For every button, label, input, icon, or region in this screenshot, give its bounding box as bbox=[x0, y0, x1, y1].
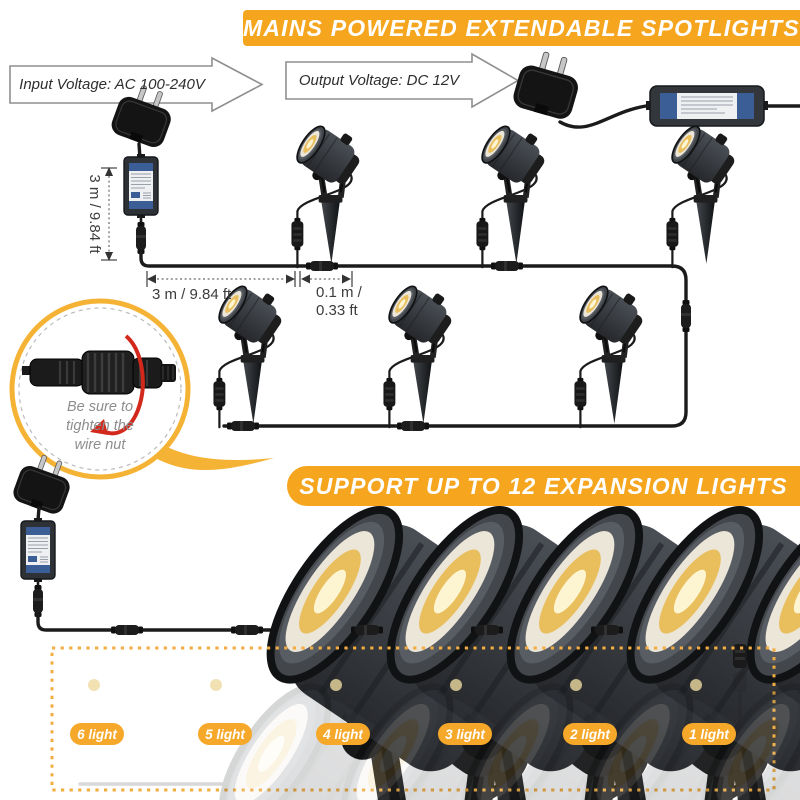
callout-arrow-icon bbox=[9, 52, 520, 113]
expansion-count-badge: 6 light bbox=[70, 723, 124, 745]
rotation-arrow-icon bbox=[90, 334, 145, 436]
wire-connector-icon bbox=[681, 300, 691, 332]
expansion-count-badge: 5 light bbox=[198, 723, 252, 745]
extension-cable bbox=[139, 250, 688, 428]
wire-nut-note-line2: tighten the bbox=[66, 418, 134, 434]
expansion-count-badge: 4 light bbox=[316, 723, 370, 745]
adapter-cable-length-label: 3 m / 9.84 ft bbox=[86, 174, 103, 254]
wire-nut-note-line3: wire nut bbox=[74, 437, 126, 453]
wire-connector-icon bbox=[136, 222, 146, 254]
wire-connector-icon bbox=[733, 644, 747, 668]
expansion-ghost-lights bbox=[78, 646, 800, 800]
output-voltage-label: Output Voltage: DC 12V bbox=[298, 72, 460, 89]
expansion-count-badge: 3 light bbox=[438, 723, 492, 745]
expansion-count-badge: 2 light bbox=[563, 723, 617, 745]
eu-power-plug-icon bbox=[509, 46, 587, 123]
connector-gap-label-line1: 0.1 m / bbox=[316, 284, 362, 301]
expansion-banner: SUPPORT UP TO 12 EXPANSION LIGHTS bbox=[287, 466, 800, 506]
wire-nut-note-line1: Be sure to bbox=[66, 399, 134, 415]
power-adapter-icon bbox=[645, 85, 769, 127]
input-voltage-label: Input Voltage: AC 100-240V bbox=[19, 76, 205, 93]
wire-connector-icon bbox=[33, 585, 43, 617]
magnifier-icon bbox=[9, 298, 274, 480]
expansion-count-badge: 1 light bbox=[682, 723, 736, 745]
garden-spotlight-icon bbox=[213, 276, 651, 427]
dimension-arrow-icon bbox=[101, 167, 353, 287]
power-adapter-icon bbox=[123, 153, 159, 219]
title-banner: MAINS POWERED EXTENDABLE SPOTLIGHTS bbox=[243, 10, 800, 46]
cable-length-label: 3 m / 9.84 ft bbox=[152, 286, 232, 303]
connector-gap-label-line2: 0.33 ft bbox=[316, 302, 358, 319]
power-adapter-icon bbox=[20, 517, 56, 583]
garden-spotlight-icon bbox=[291, 116, 743, 267]
